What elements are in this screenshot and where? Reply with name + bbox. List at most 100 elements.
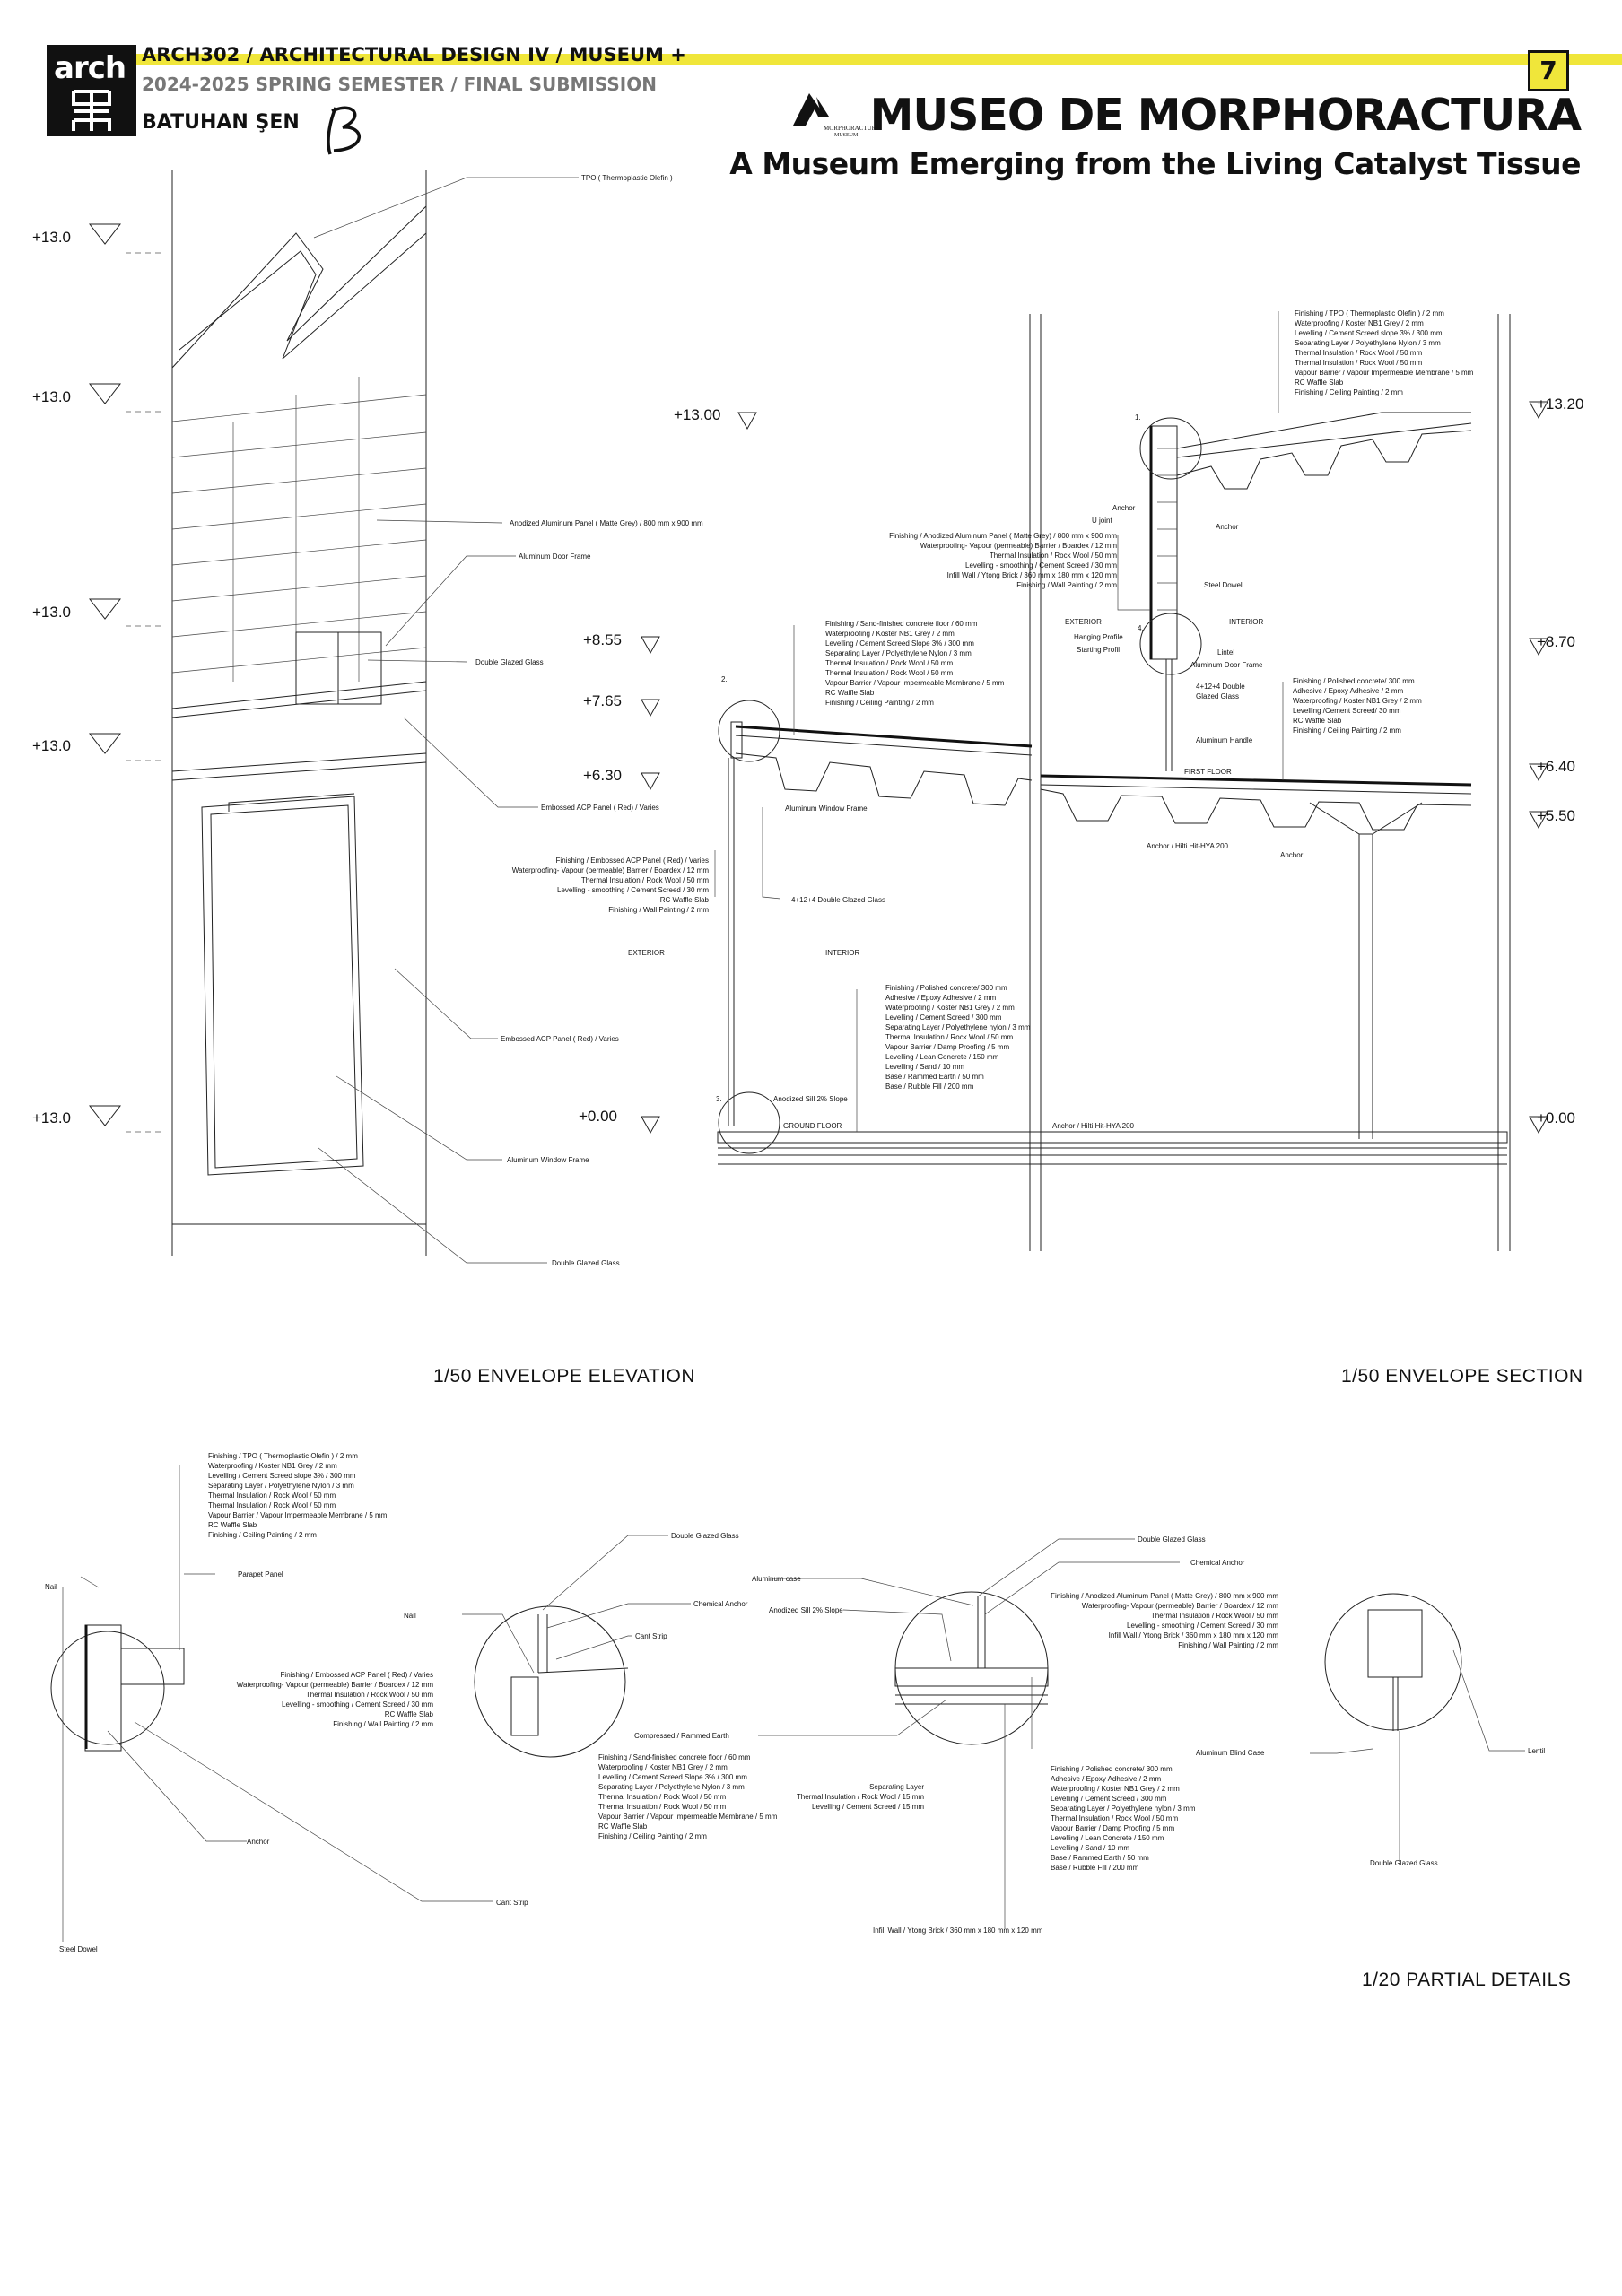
detail-marker-1: 1.	[1135, 413, 1141, 422]
layer: Levelling / Lean Concrete / 150 mm	[885, 1053, 999, 1061]
label-anchor-2: Anchor	[1216, 523, 1239, 531]
layer: Levelling / Cement Screed / 300 mm	[1051, 1795, 1167, 1803]
layer: Vapour Barrier / Damp Proofing / 5 mm	[885, 1043, 1010, 1051]
layer: Finishing / Wall Painting / 2 mm	[1178, 1641, 1278, 1649]
layer: Separating Layer / Polyethylene Nylon / …	[598, 1783, 745, 1791]
note-tpo: TPO ( Thermoplastic Olefin )	[581, 174, 673, 182]
arch-logo: arch	[47, 45, 136, 136]
layer: Thermal Insulation / Rock Wool / 50 mm	[885, 1033, 1014, 1041]
semester-line: 2024-2025 SPRING SEMESTER / FINAL SUBMIS…	[142, 74, 657, 95]
layer: Waterproofing- Vapour (permeable) Barrie…	[236, 1681, 433, 1689]
label-ground-floor: GROUND FLOOR	[783, 1122, 842, 1130]
layer: Waterproofing / Koster NB1 Grey / 2 mm	[1295, 319, 1424, 327]
layer: Waterproofing / Koster NB1 Grey / 2 mm	[208, 1462, 337, 1470]
layer: RC Waffle Slab	[598, 1822, 648, 1831]
layer: Waterproofing / Koster NB1 Grey / 2 mm	[1293, 697, 1422, 705]
label-dg-1: Double Glazed Glass	[671, 1532, 739, 1540]
detail-wall-layers: Finishing / Anodized Aluminum Panel ( Ma…	[1009, 1591, 1278, 1650]
note-window-frame: Aluminum Window Frame	[507, 1156, 589, 1164]
layer: Vapour Barrier / Vapour Impermeable Memb…	[208, 1511, 388, 1519]
label-parapet: Parapet Panel	[238, 1570, 283, 1578]
layer: Finishing / TPO ( Thermoplastic Olefin )…	[208, 1452, 358, 1460]
label-alu-case: Aluminum case	[752, 1575, 801, 1583]
layer: Finishing / TPO ( Thermoplastic Olefin )…	[1295, 309, 1444, 317]
layer: RC Waffle Slab	[1295, 378, 1344, 387]
layer: Levelling - smoothing / Cement Screed / …	[965, 561, 1117, 570]
label-anchor-hilti-2: Anchor / Hilti Hit-HYA 200	[1052, 1122, 1134, 1130]
layer: Base / Rubble Fill / 200 mm	[1051, 1864, 1139, 1872]
layer: Thermal Insulation / Rock Wool / 50 mm	[580, 876, 709, 884]
label-anchor: Anchor	[247, 1838, 270, 1846]
label-nail-1: Nail	[45, 1583, 57, 1591]
layer: Finishing / Ceiling Painting / 2 mm	[208, 1531, 317, 1539]
layer: Thermal Insulation / Rock Wool / 50 mm	[989, 552, 1117, 560]
label-starting-profile: Starting Profil	[1077, 646, 1121, 654]
layer: Levelling / Cement Screed Slope 3% / 300…	[825, 639, 974, 648]
layer: Levelling / Cement Screed / 300 mm	[885, 1013, 1002, 1022]
lvl-13-00: +13.00	[674, 406, 721, 423]
elevation-caption: 1/50 ENVELOPE ELEVATION	[433, 1366, 696, 1387]
page-subtitle: A Museum Emerging from the Living Cataly…	[729, 146, 1581, 181]
label-blind-case: Aluminum Blind Case	[1196, 1749, 1265, 1757]
label-dg-3: Double Glazed Glass	[1370, 1859, 1438, 1867]
lvl-7-65: +7.65	[583, 692, 623, 709]
layer: Waterproofing- Vapour (permeable) Barrie…	[1081, 1602, 1278, 1610]
layer: Levelling / Cement Screed / 15 mm	[812, 1803, 924, 1811]
label-alu-window: Aluminum Window Frame	[785, 804, 868, 813]
label-cant-strip-1: Cant Strip	[496, 1899, 528, 1907]
details-linework	[50, 1465, 1525, 1942]
layer: RC Waffle Slab	[208, 1521, 257, 1529]
label-steel-dowel: Steel Dowel	[1204, 581, 1243, 589]
layer: Vapour Barrier / Vapour Impermeable Memb…	[1295, 369, 1474, 377]
detail-marker-3: 3.	[716, 1095, 722, 1103]
label-anchor-hilti: Anchor / Hilti Hit-HYA 200	[1147, 842, 1228, 850]
layer: Waterproofing- Vapour (permeable) Barrie…	[920, 542, 1117, 550]
detail-floor-layers: Finishing / Sand-finished concrete floor…	[598, 1752, 777, 1841]
lvl-0-00-right: +0.00	[1537, 1109, 1576, 1126]
layer: Levelling - smoothing / Cement Screed / …	[1127, 1622, 1278, 1630]
label-door-frame: Aluminum Door Frame	[1190, 661, 1263, 669]
brand-line2: MUSEUM	[834, 133, 859, 138]
note-door-frame: Aluminum Door Frame	[519, 552, 591, 561]
layer: Waterproofing- Vapour (permeable) Barrie…	[511, 866, 709, 874]
elevation-linework	[88, 170, 579, 1264]
section-ground-layers: Finishing / Polished concrete/ 300 mm Ad…	[885, 983, 1030, 1091]
layer: Base / Rammed Earth / 50 mm	[885, 1073, 984, 1081]
layer: Separating Layer / Polyethylene Nylon / …	[1295, 339, 1441, 347]
lvl-6-40: +6.40	[1537, 758, 1576, 775]
layer: Levelling / Sand / 10 mm	[885, 1063, 965, 1071]
elev-level-5: +13.0	[32, 1109, 72, 1126]
layer: Finishing / Wall Painting / 2 mm	[1016, 581, 1117, 589]
layer: Levelling /Cement Screed/ 30 mm	[1293, 707, 1401, 715]
page-title: MUSEO DE MORPHORACTURA	[869, 90, 1582, 141]
layer: Infill Wall / Ytong Brick / 360 mm x 180…	[1108, 1631, 1278, 1639]
layer: Levelling / Sand / 10 mm	[1051, 1844, 1130, 1852]
label-chem-2: Chemical Anchor	[1190, 1559, 1245, 1567]
section-floor1-layers: Finishing / Sand-finished concrete floor…	[825, 619, 1004, 708]
layer: Separating Layer / Polyethylene nylon / …	[1051, 1805, 1196, 1813]
elev-level-4: +13.0	[32, 737, 72, 754]
layer: Finishing / Wall Painting / 2 mm	[608, 906, 709, 914]
section-caption: 1/50 ENVELOPE SECTION	[1341, 1366, 1583, 1387]
layer: Thermal Insulation / Rock Wool / 50 mm	[1051, 1814, 1179, 1822]
lvl-13-20: +13.20	[1537, 396, 1584, 413]
layer: Levelling / Cement Screed slope 3% / 300…	[208, 1472, 356, 1480]
layer: Finishing / Ceiling Painting / 2 mm	[825, 699, 934, 707]
layer: Thermal Insulation / Rock Wool / 50 mm	[208, 1501, 336, 1509]
author-name: BATUHAN ŞEN	[142, 111, 300, 134]
layer: Finishing / Embossed ACP Panel ( Red) / …	[280, 1671, 433, 1679]
layer: Thermal Insulation / Rock Wool / 15 mm	[796, 1793, 924, 1801]
layer: RC Waffle Slab	[659, 896, 709, 904]
label-sill: Anodized Sill 2% Slope	[773, 1095, 848, 1103]
layer: Separating Layer / Polyethylene nylon / …	[885, 1023, 1031, 1031]
page-number: 7	[1528, 50, 1569, 91]
logo-glyph-icon	[72, 90, 111, 131]
label-nail-2: Nail	[404, 1612, 416, 1620]
layer: Separating Layer / Polyethylene Nylon / …	[208, 1482, 354, 1490]
layer: Finishing / Wall Painting / 2 mm	[333, 1720, 433, 1728]
note-acp-1: Embossed ACP Panel ( Red) / Varies	[541, 804, 659, 812]
section-acp-layers: Finishing / Embossed ACP Panel ( Red) / …	[453, 856, 709, 915]
layer: Waterproofing / Koster NB1 Grey / 2 mm	[825, 630, 955, 638]
layer: Waterproofing / Koster NB1 Grey / 2 mm	[885, 1004, 1015, 1012]
